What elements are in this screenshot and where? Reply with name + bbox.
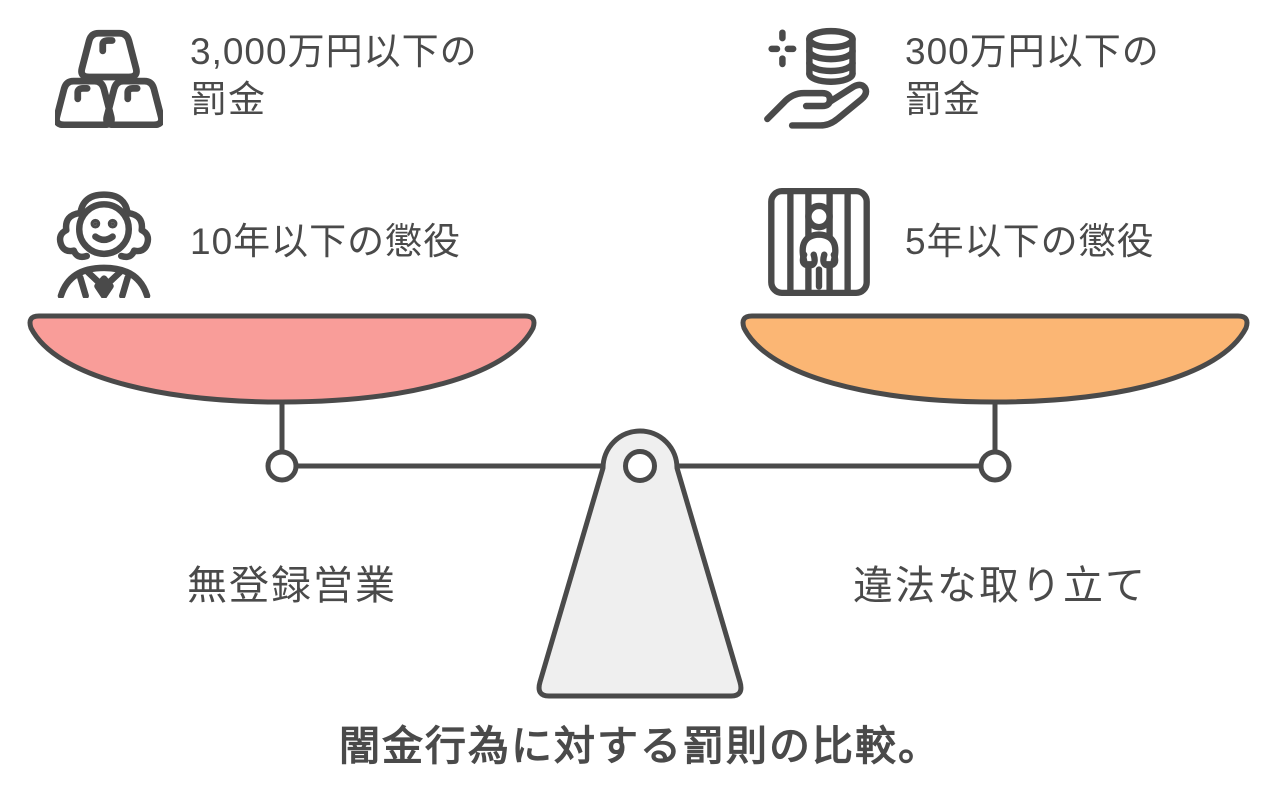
fulcrum-hole <box>623 449 657 483</box>
left-pan-label: 無登録営業 <box>187 564 397 608</box>
prisoner-icon <box>766 186 872 298</box>
right-penalty-prison: 5年以下の懲役 <box>905 221 1155 262</box>
left-penalty-fine: 3,000万円以下の罰金 <box>190 31 478 120</box>
gold-bars-icon <box>55 28 163 128</box>
left-beam-joint <box>265 449 299 483</box>
right-pan <box>740 313 1250 405</box>
right-beam-joint <box>978 449 1012 483</box>
judge-icon <box>50 186 158 298</box>
right-pan-label: 違法な取り立て <box>853 564 1147 608</box>
fulcrum <box>536 428 744 699</box>
coins-hand-icon <box>763 24 873 132</box>
right-penalty-fine: 300万円以下の罰金 <box>905 31 1160 120</box>
left-pan <box>27 313 537 405</box>
diagram-caption: 闇金行為に対する罰則の比較。 <box>339 723 941 769</box>
left-penalty-prison: 10年以下の懲役 <box>190 221 462 262</box>
